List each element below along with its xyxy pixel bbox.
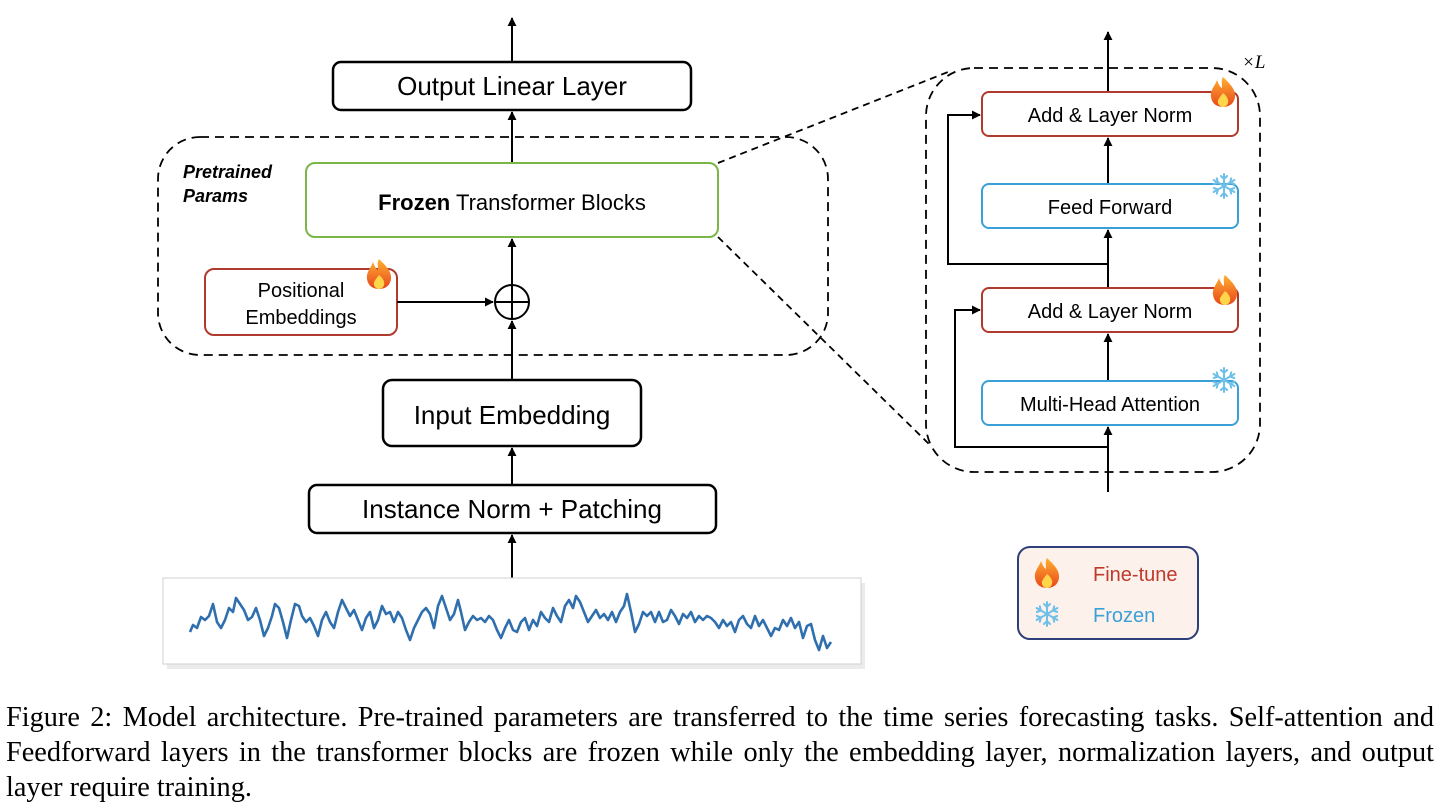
pretrained-label-line1: Pretrained	[183, 162, 273, 182]
time-series-panel	[162, 577, 865, 669]
frozen-transformer-blocks-box	[305, 162, 719, 238]
zoom-connector-bottom	[717, 236, 931, 446]
instance-norm-patching-label: Instance Norm + Patching	[362, 494, 662, 524]
multi-head-attention-box	[981, 380, 1239, 426]
add-layer-norm-top-label: Add & Layer Norm	[1028, 105, 1193, 127]
legend-finetune-label: Fine-tune	[1093, 564, 1178, 586]
transformer-block-region	[925, 67, 1261, 473]
repeat-count-label: ×L	[1242, 52, 1265, 73]
time-series-line	[188, 592, 833, 652]
input-embedding-label: Input Embedding	[414, 400, 611, 430]
instance-norm-patching-box	[307, 483, 718, 535]
pretrained-params-region	[157, 136, 829, 356]
fire-icon	[1212, 275, 1238, 305]
pretrained-label-line2: Params	[183, 186, 248, 206]
legend-frozen-label: Frozen	[1093, 605, 1155, 627]
fire-icon	[1210, 77, 1236, 107]
residual-connection-ff	[947, 110, 1108, 265]
output-linear-layer-box	[331, 60, 693, 112]
input-embedding-box	[381, 378, 643, 448]
figure-caption: Figure 2: Model architecture. Pre-traine…	[6, 702, 1434, 803]
fire-icon	[366, 259, 392, 289]
architecture-diagram: Output Linear Layer Pretrained Params Fr…	[157, 17, 1265, 669]
multi-head-attention-label: Multi-Head Attention	[1020, 394, 1200, 416]
add-layer-norm-bottom-box	[981, 287, 1239, 333]
positional-embeddings-line1: Positional	[258, 280, 345, 302]
residual-connection-attn	[954, 305, 1108, 448]
add-layer-norm-top-box	[981, 91, 1239, 137]
frozen-transformer-blocks-label: Frozen Transformer Blocks	[378, 190, 646, 215]
output-linear-layer-label: Output Linear Layer	[397, 71, 627, 101]
positional-embeddings-line2: Embeddings	[245, 307, 356, 329]
add-layer-norm-bottom-label: Add & Layer Norm	[1028, 301, 1193, 323]
zoom-connector-top	[717, 71, 949, 164]
feed-forward-box	[981, 183, 1239, 229]
sum-node-icon	[494, 284, 530, 320]
legend: Fine-tune Frozen	[1017, 546, 1199, 640]
feed-forward-label: Feed Forward	[1048, 197, 1173, 219]
